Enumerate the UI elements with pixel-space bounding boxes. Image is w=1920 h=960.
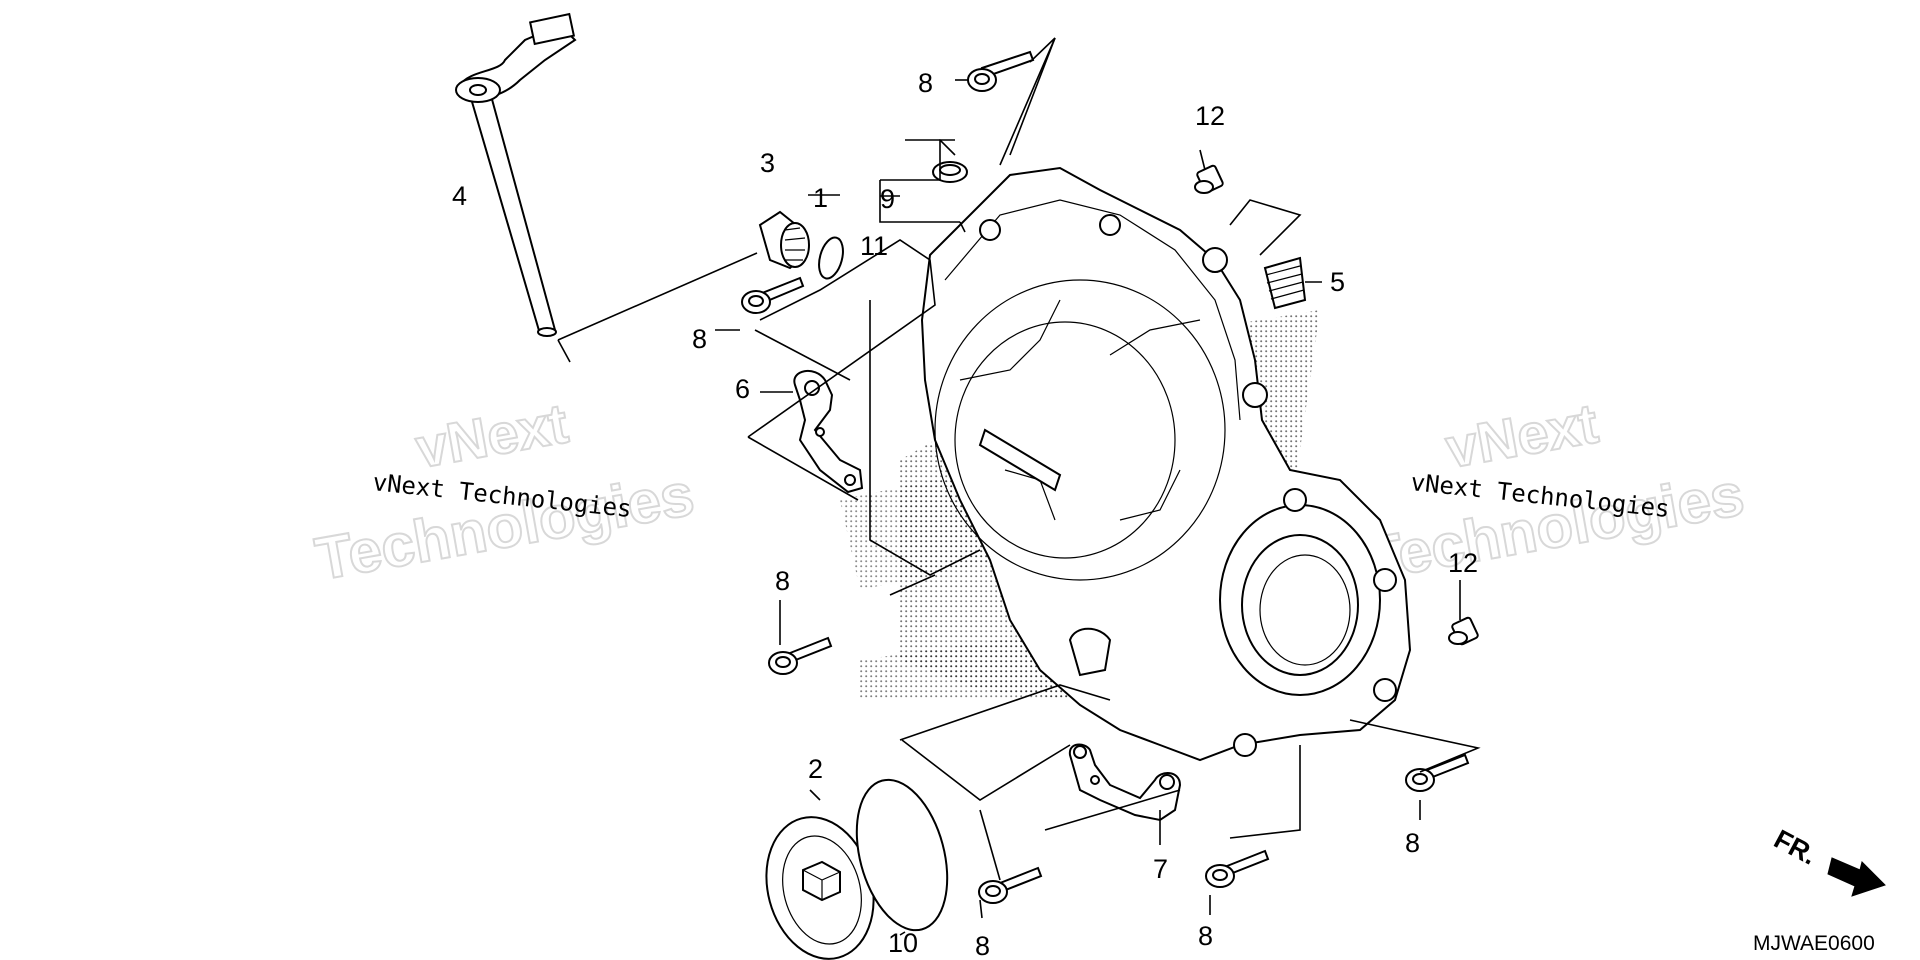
diagram-code: MJWAE0600 (1753, 932, 1875, 955)
leader-lines (557, 37, 1481, 936)
part-8-bolt-bottom (1205, 849, 1270, 888)
callout-8-midleft: 8 (775, 566, 790, 596)
part-8-bolt-bottomleft (978, 866, 1043, 904)
callout-1: 1 (813, 183, 828, 213)
forward-arrow-icon (1827, 857, 1886, 897)
part-2-cap (765, 816, 875, 960)
part-4-shaft (455, 12, 577, 337)
direction-label: FR. (1769, 824, 1821, 871)
callout-9: 9 (880, 184, 895, 214)
callout-12-top: 12 (1195, 101, 1225, 131)
part-6-bracket (793, 370, 864, 494)
svg-text:Technologies: Technologies (311, 460, 699, 592)
part-5-spring (1263, 256, 1307, 310)
callout-12-right: 12 (1448, 548, 1478, 578)
callout-8-left: 8 (692, 324, 707, 354)
callout-7: 7 (1153, 854, 1168, 884)
callout-8-bottomleft: 8 (975, 931, 990, 960)
part-8-bolt-top (967, 50, 1035, 92)
callout-10: 10 (888, 928, 918, 958)
callout-2: 2 (808, 754, 823, 784)
watermark-right: vNext Technologies vNext Technologies (1360, 390, 1750, 594)
callout-6: 6 (735, 374, 750, 404)
callout-5: 5 (1330, 267, 1345, 297)
part-8-bolt-midleft (768, 636, 833, 675)
part-9-seal (932, 161, 968, 183)
callout-8-top: 8 (918, 68, 933, 98)
part-3-cap (758, 210, 810, 270)
callout-8-right: 8 (1405, 828, 1420, 858)
callout-11: 11 (860, 231, 888, 261)
part-12-dowel-right (1448, 616, 1479, 646)
svg-text:vNext: vNext (411, 391, 572, 480)
watermark-left: vNext Technologies vNext Technologies (310, 390, 700, 594)
callout-labels: 8 9 1 3 4 11 8 6 12 5 8 12 2 7 8 8 10 8 (452, 68, 1478, 960)
front-direction-indicator: FR. (1769, 824, 1886, 897)
callout-3: 3 (760, 148, 775, 178)
part-10-oring (855, 778, 949, 932)
callout-4: 4 (452, 181, 467, 211)
callout-8-bottom: 8 (1198, 921, 1213, 951)
part-12-dowel-top (1194, 164, 1224, 194)
part-8-bolt-left (741, 276, 805, 314)
svg-text:vNext: vNext (1441, 391, 1602, 480)
part-7-bracket (1068, 743, 1182, 822)
part-8-bolt-right (1405, 753, 1470, 792)
part-11-oring (818, 236, 844, 280)
part-1-cover (920, 166, 1412, 762)
